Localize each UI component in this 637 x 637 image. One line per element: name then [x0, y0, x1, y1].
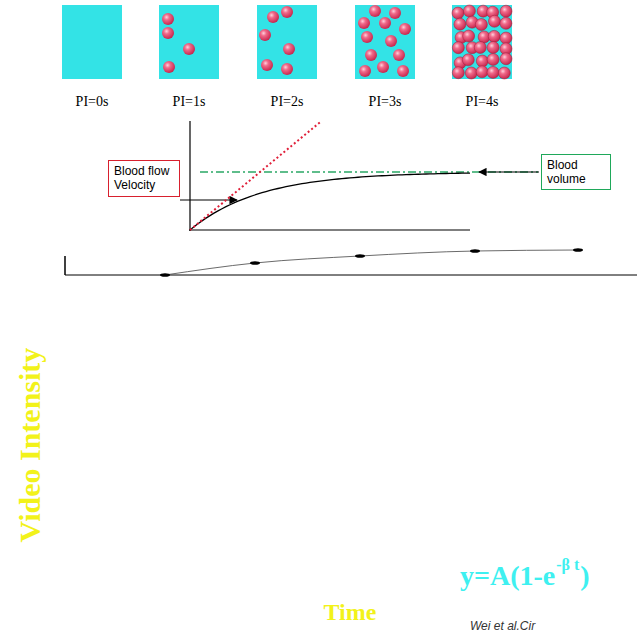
microbubble: [163, 61, 175, 73]
y-axis-tick: [64, 256, 66, 275]
microbubble: [397, 65, 409, 77]
microbubble: [359, 65, 371, 77]
equation-exponent: -β t: [556, 556, 579, 574]
time-label: PI=4s: [466, 94, 499, 110]
x-axis: [65, 275, 637, 276]
microbubble: [487, 41, 499, 53]
microbubble: [463, 5, 475, 17]
vessel-background: [159, 5, 219, 79]
microbubble: [389, 7, 401, 19]
pointer-arrow: [479, 171, 539, 172]
vessel-panels: [62, 5, 512, 79]
time-label: PI=1s: [173, 94, 206, 110]
vessel-panel: [355, 5, 415, 79]
time-label: PI=0s: [76, 94, 109, 110]
vessel-background: [257, 5, 317, 79]
microbubble: [267, 11, 279, 23]
citation: Wei et al.Cir: [470, 619, 535, 633]
equation: y=A(1-e: [460, 560, 555, 592]
fit-curve: [165, 250, 578, 275]
microbubble: [261, 59, 273, 71]
equation: ): [580, 560, 589, 592]
data-point: [355, 254, 365, 258]
microbubble: [393, 49, 405, 61]
microbubble: [500, 17, 512, 29]
lower-chart: [65, 248, 637, 277]
microbubble: [358, 17, 370, 29]
axis-title: Video Intensity: [13, 348, 47, 543]
callout-box: Blood flow Velocity: [108, 160, 180, 197]
axis-title: Time: [324, 599, 377, 626]
data-point: [470, 249, 480, 253]
time-label: PI=3s: [369, 94, 402, 110]
vessel-panel: [159, 5, 219, 79]
microbubble: [474, 41, 486, 53]
microbubble: [475, 19, 487, 31]
microbubble: [476, 55, 488, 67]
microbubble: [162, 27, 174, 39]
microbubble: [452, 7, 464, 19]
microbubble: [487, 53, 499, 65]
microbubble: [452, 42, 464, 54]
microbubble: [488, 15, 500, 27]
vessel-background: [355, 5, 415, 79]
pointer-arrow: [180, 199, 237, 200]
microbubble: [377, 61, 389, 73]
microbubble: [462, 54, 474, 66]
data-point: [250, 261, 260, 265]
microbubble: [162, 13, 174, 25]
x-axis: [189, 229, 470, 230]
callout-text: Blood flow Velocity: [114, 164, 174, 193]
time-label: PI=2s: [271, 94, 304, 110]
microbubble: [365, 49, 377, 61]
microbubble: [452, 67, 464, 79]
microbubble: [259, 29, 271, 41]
vessel-panel: [257, 5, 317, 79]
microbubble: [500, 53, 512, 65]
microbubble: [369, 5, 381, 17]
microbubble: [379, 17, 391, 29]
microbubble: [487, 66, 499, 78]
data-point: [573, 248, 583, 252]
plateau-line: [200, 171, 538, 173]
vessel-panel: [62, 5, 122, 79]
microbubble: [488, 30, 500, 42]
microbubble: [283, 43, 295, 55]
microbubble: [361, 31, 373, 43]
microbubble: [183, 43, 195, 55]
microbubble: [281, 6, 293, 18]
microbubble: [385, 35, 397, 47]
microbubble: [500, 32, 512, 44]
upper-chart: [180, 121, 539, 231]
uptake-curve: [190, 173, 470, 230]
vessel-panel: [452, 5, 512, 79]
microbubble: [463, 30, 475, 42]
microbubble: [399, 23, 411, 35]
data-point: [160, 273, 170, 277]
callout-box: Blood volume: [541, 154, 611, 191]
microbubble: [498, 67, 510, 79]
microbubble: [465, 67, 477, 79]
vessel-background: [452, 5, 512, 79]
microbubble: [476, 66, 488, 78]
microbubble: [500, 5, 512, 17]
microbubble: [281, 63, 293, 75]
callout-text: Blood volume: [547, 158, 605, 187]
microbubble: [454, 18, 466, 30]
initial-slope-line: [190, 121, 322, 230]
y-axis: [189, 121, 190, 231]
vessel-background: [62, 5, 122, 79]
